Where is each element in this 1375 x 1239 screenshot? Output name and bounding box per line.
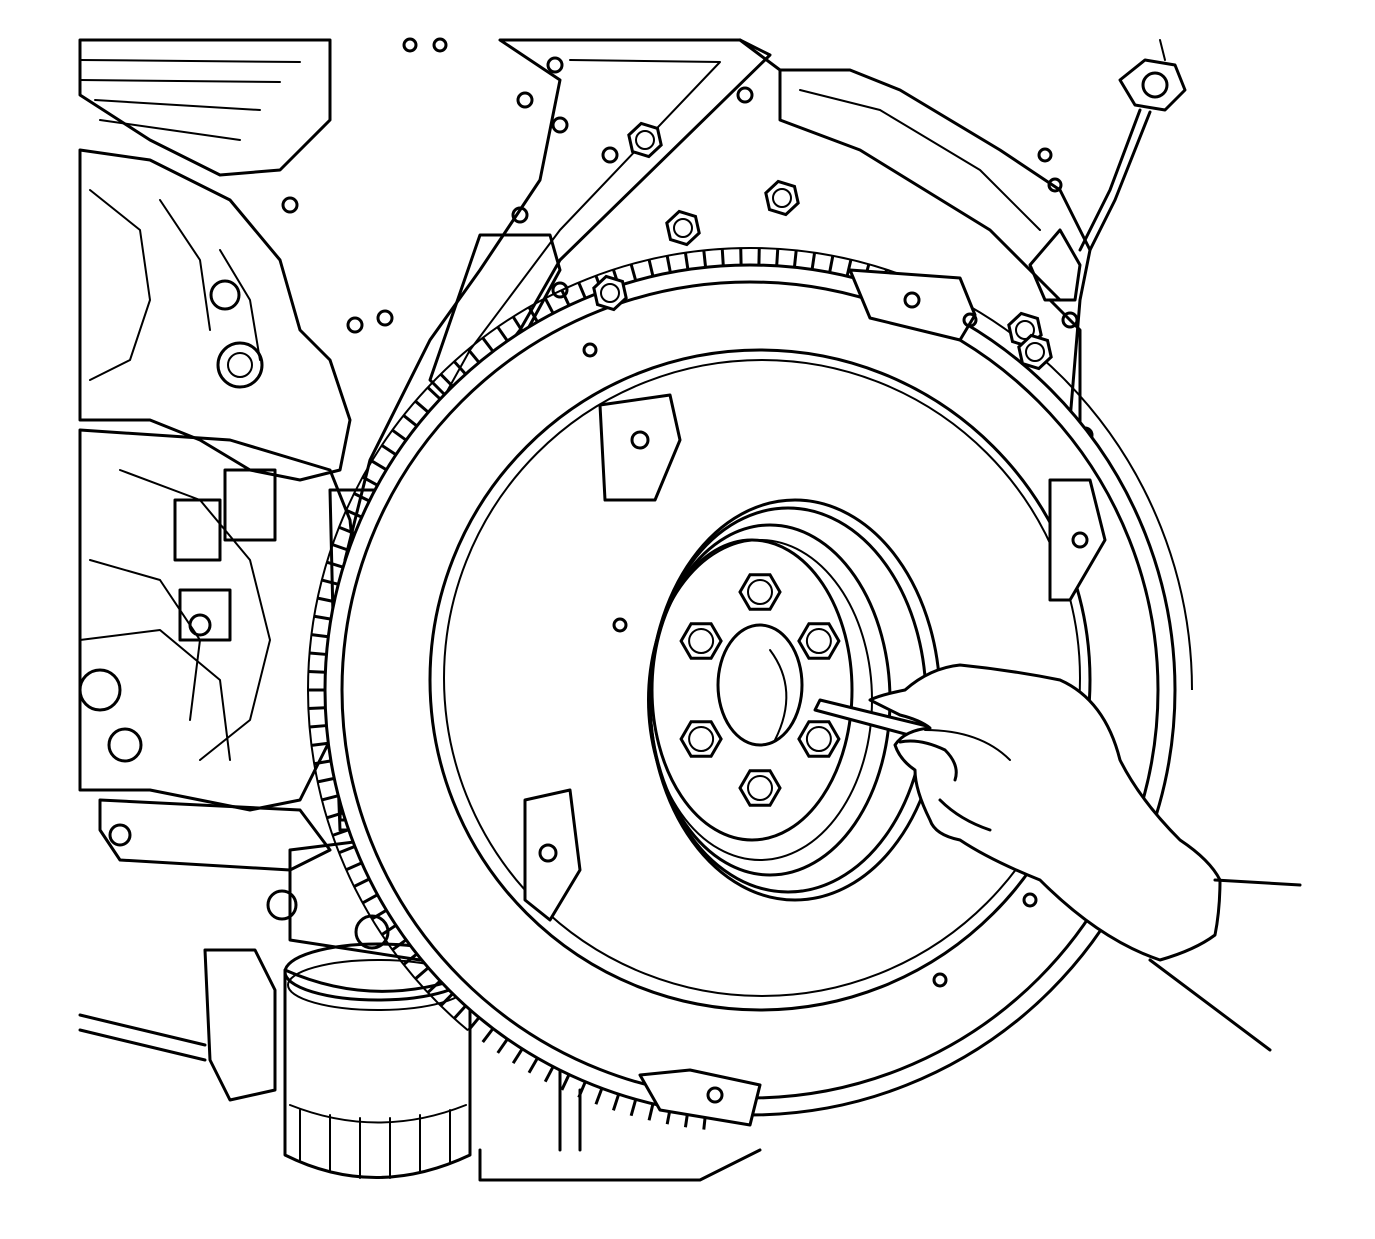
ring-gear-tooth [353,492,370,503]
hub-bolt [797,720,841,758]
ring-gear-tooth [629,263,638,282]
flexplate-inner-rim [428,348,1092,1012]
ring-gear-tooth [402,414,418,428]
ring-gear-tooth [361,475,379,487]
ring-gear-teeth [307,247,1193,1133]
ring-gear-tooth [313,759,332,766]
ring-gear-tooth [371,459,388,472]
flexplate-bolt [592,274,628,312]
ring-gear-tooth [467,348,481,364]
ring-gear-tooth [345,861,363,872]
ring-gear-tooth [527,306,539,323]
ring-gear-tooth [391,938,408,952]
ring-gear-tooth [792,250,798,268]
ring-gear-tooth [439,373,454,388]
hub-center-bore [716,623,804,747]
ring-gear-tooth [543,297,555,315]
flexplate-bolt [1017,333,1053,371]
hub-bolt [797,622,841,660]
hub-bolt [738,573,782,611]
ring-gear-tooth [439,992,454,1007]
ring-gear-tooth [317,776,335,784]
ring-gear-tooth [828,255,835,273]
ring-gear-tooth [345,508,363,519]
ring-gear-tooth [414,400,430,414]
ring-gear-tooth [577,1081,587,1099]
ring-gear-tooth [402,952,418,966]
ring-gear-tooth [426,979,442,994]
ring-gear-tooth [629,1098,638,1117]
ring-gear-tooth [308,706,326,711]
ring-gear-tooth [775,248,780,266]
ring-gear-tooth [317,596,335,604]
ring-gear-tooth [361,893,379,905]
ring-gear-tooth [577,281,587,299]
ring-gear-tooth [381,444,397,457]
hub-bolt [679,622,723,660]
ring-gear-tooth [467,1016,481,1032]
ring-gear-tooth [426,386,442,401]
ring-gear-tooth [371,908,388,921]
flexplate-bolt [627,121,663,159]
flexplate-bolts [592,121,1053,371]
ring-gear-tooth [309,651,327,656]
ring-gear-tooth [845,259,853,277]
ring-gear-tooth [496,326,509,342]
ring-gear-tooth [720,248,725,266]
ring-gear-tooth [665,255,672,273]
ring-gear-tooth [391,428,408,442]
ring-gear-tooth [338,525,356,535]
ring-gear-outline [307,247,1193,1133]
ring-gear-tooth [481,1027,495,1043]
ring-gear-tooth [311,741,329,747]
ring-gear-tooth [326,811,344,820]
ring-gear-tooth [453,360,467,376]
ring-gear-tooth [527,1057,539,1074]
ring-gear-tooth [338,845,356,855]
ring-gear-tooth [611,1093,621,1111]
ring-gear-tooth [313,614,332,621]
ring-gear-tooth [321,794,339,802]
ring-gear-tooth [511,1048,524,1064]
ring-gear-tooth [326,560,344,569]
flexplate-bolt [665,209,701,247]
oil-filter [266,833,473,1179]
ring-gear-tooth [311,633,329,639]
ring-gear-tooth [453,1004,467,1020]
flexplate-tabs [523,268,1107,1127]
ring-gear-tooth [560,289,571,307]
ring-gear-tooth [511,316,524,332]
ring-gear-tooth [481,337,495,353]
ring-gear-tooth [332,543,350,552]
ring-gear-tooth [414,966,430,980]
ring-gear-tooth [353,877,370,888]
flywheel [307,121,1193,1133]
ring-gear-tooth [647,1103,655,1121]
ring-gear-tooth [496,1038,509,1054]
hub-bolt [738,769,782,807]
ring-gear-tooth [543,1065,555,1083]
ring-gear-tooth [308,669,326,674]
ring-gear-tooth [810,252,817,270]
ring-gear-tooth [332,828,350,837]
flexplate-bolt [764,179,800,217]
sensor-connector [1078,39,1187,252]
ring-gear-tooth [594,1087,604,1105]
ring-gear-tooth [647,259,655,277]
ring-gear-tooth [309,724,327,729]
technician-hand [868,663,1222,962]
ring-gear-tooth [381,923,397,936]
ring-gear-tooth [321,578,339,586]
ring-gear-tooth [683,252,690,270]
hub-bolt [679,720,723,758]
hub-bolt-circle [679,573,841,807]
ring-gear-tooth [560,1073,571,1091]
ring-gear-tooth [702,250,708,268]
hand-with-marker [813,663,1302,1052]
